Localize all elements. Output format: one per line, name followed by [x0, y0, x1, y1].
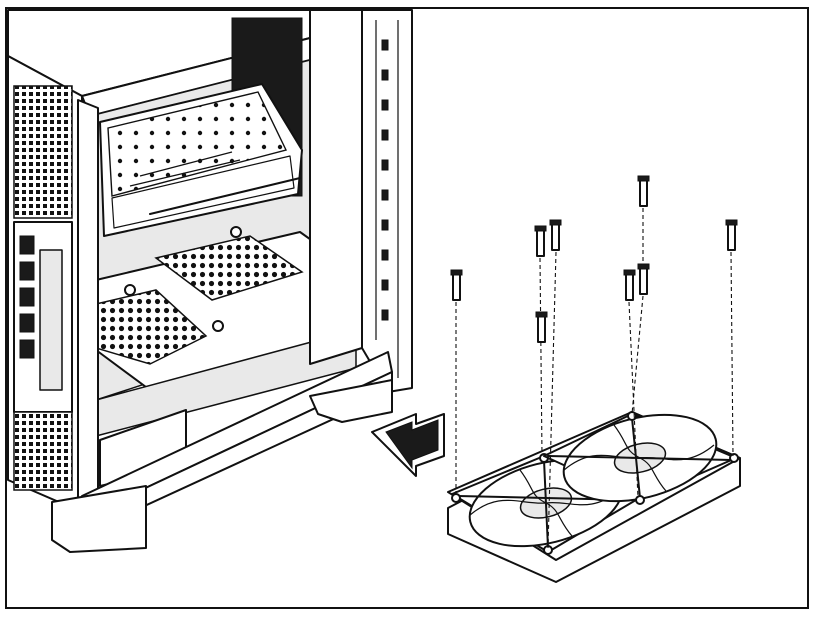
- front-mesh-icon: [13, 85, 73, 219]
- cooling-fan-icon: [543, 411, 739, 505]
- case-rear-frame: [309, 9, 363, 365]
- case-rear-panel: [361, 9, 413, 393]
- case-front-foot: [51, 485, 147, 553]
- rear-frame-slots: [381, 39, 389, 321]
- graphics-card-icon: [99, 83, 303, 237]
- fan-screw-icon: [547, 219, 562, 549]
- pc-case-icon: [7, 9, 413, 553]
- fan-screw-icon: [534, 225, 547, 457]
- front-lower-mesh-icon: [13, 411, 73, 491]
- fan-screw-icon: [623, 269, 639, 499]
- fan-screw-icon: [637, 175, 650, 266]
- front-io-ports: [19, 235, 63, 391]
- fan-grille-icon: [154, 235, 304, 301]
- fan-screw-icon: [725, 219, 738, 457]
- case-rear-foot: [309, 379, 393, 423]
- fan-screw-icon: [450, 269, 463, 494]
- fan-screw-icon: [631, 263, 650, 415]
- dual-fan-assembly: [447, 411, 741, 583]
- fan-screws: [450, 175, 738, 549]
- fan-screw-icon: [535, 311, 548, 343]
